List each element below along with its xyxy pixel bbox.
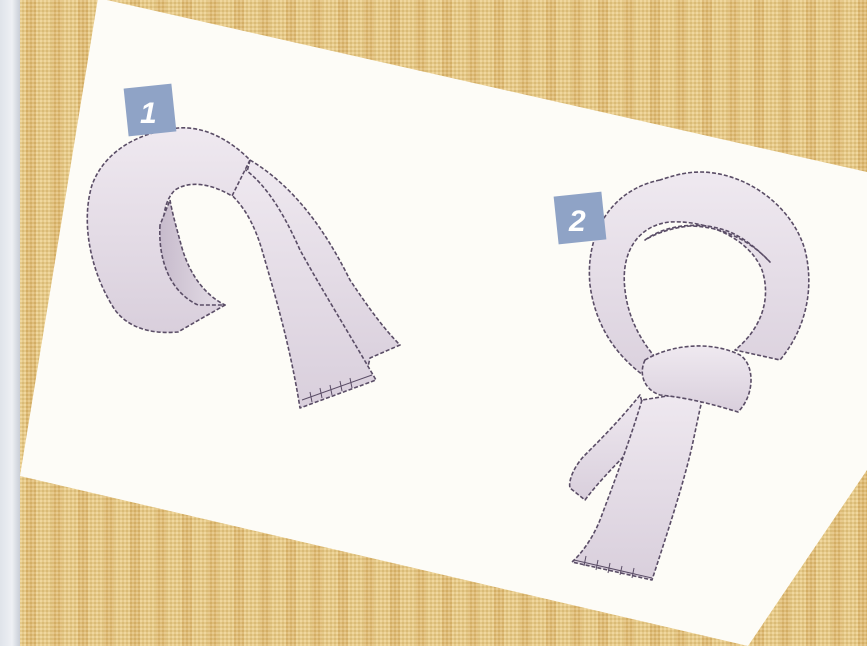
- step-1-number: 1: [140, 97, 157, 130]
- step-2-number: 2: [568, 205, 586, 238]
- step-1-badge: 1: [124, 84, 177, 137]
- step-2-badge: 2: [554, 192, 607, 245]
